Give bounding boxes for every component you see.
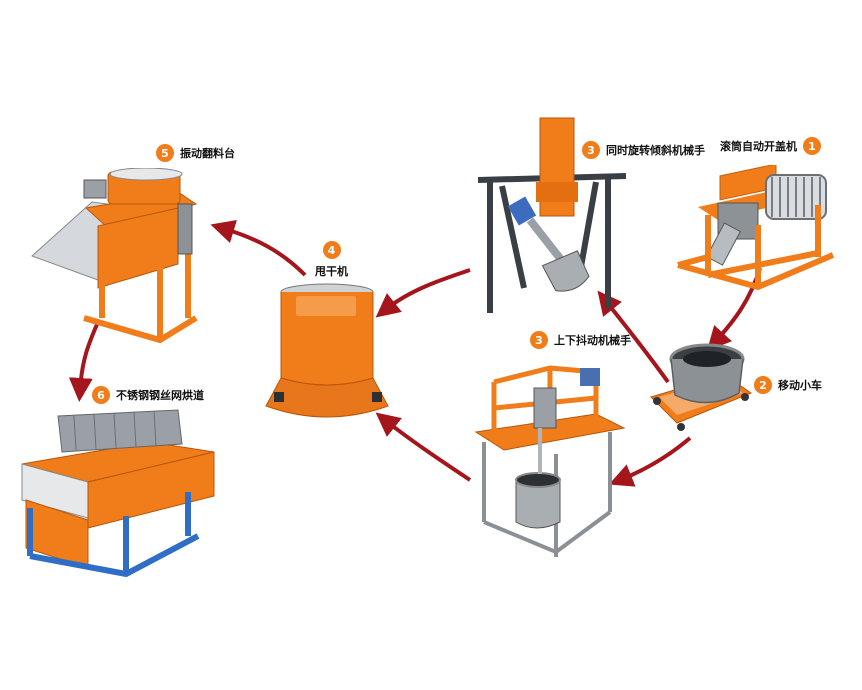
mesh-drying-tunnel-machine [18,408,218,578]
arrow-3b-to-4 [385,270,470,310]
trolley-machine [645,335,755,435]
step-2-label: 2 移动小车 [754,376,822,394]
step-4-label: 4 甩干机 [315,241,348,279]
step-3-shake-label: 3 上下抖动机械手 [530,331,631,349]
step-number-badge: 2 [754,376,772,394]
step-number-badge: 5 [156,144,174,162]
rotate-tilt-manipulator-machine [470,108,630,318]
step-label: 振动翻料台 [180,145,235,161]
step-6-label: 6 不锈钢钢丝网烘道 [92,386,204,404]
step-5-label: 5 振动翻料台 [156,144,235,162]
step-number-badge: 1 [803,137,821,155]
shake-manipulator-machine [470,362,630,562]
step-label: 甩干机 [315,263,348,279]
arrow-4-to-5 [222,228,305,275]
step-1-label: 滚筒自动开盖机 1 [720,137,821,155]
step-3-rotate-label: 3 同时旋转倾斜机械手 [582,141,705,159]
arrow-3a-to-4 [385,420,470,480]
step-label: 不锈钢钢丝网烘道 [116,387,204,403]
step-number-badge: 3 [582,141,600,159]
step-label: 移动小车 [778,377,822,393]
step-number-badge: 3 [530,331,548,349]
step-number-badge: 6 [92,386,110,404]
step-number-badge: 4 [323,241,341,259]
step-label: 同时旋转倾斜机械手 [606,142,705,158]
spin-dryer-machine [262,282,392,432]
step-label: 滚筒自动开盖机 [720,138,797,154]
step-label: 上下抖动机械手 [554,332,631,348]
vibrating-tipping-table-machine [28,168,223,348]
arrow-2-to-3a [620,438,690,480]
drum-lid-opener-machine [668,165,848,305]
